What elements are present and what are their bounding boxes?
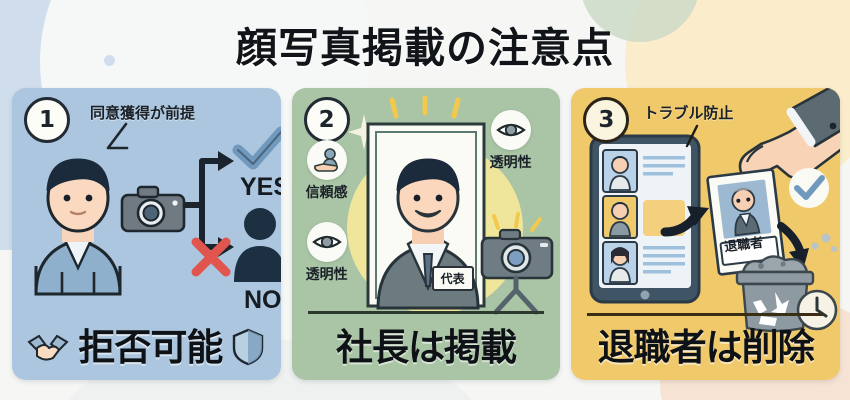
hand-holding-person-icon [306,140,347,180]
panel-consent: 1 同意獲得が前提 [12,88,281,380]
panel-1-tag-label: 同意獲得が前提 [90,104,196,122]
transparency-label-group-left: 透明性 [306,222,348,284]
shield-icon [233,328,264,366]
handshake-icon [27,334,69,361]
check-circle-icon [789,168,830,208]
panel-1-caption-text: 拒否可能 [78,325,223,369]
retiree-card-icon [706,168,787,276]
ceo-nameplate: 代表 [431,266,474,291]
cross-icon [191,237,231,277]
panel-remove-retiree: 3 トラブル防止 [571,88,841,380]
trust-label-group: 信頼感 [306,140,348,202]
transparency-label-right: 透明性 [489,155,532,171]
panel-3-divider [587,313,825,316]
panel-3-caption: 退職者は削除 [571,316,840,378]
no-label: NO [244,286,281,314]
clock-icon [797,289,838,331]
transparency-label-group-right: 透明性 [490,110,532,172]
person-portrait-icon [34,158,122,296]
yes-label: YES [240,173,281,201]
pointer-line-icon [106,122,129,150]
check-icon [232,126,281,170]
camera-icon [120,185,186,233]
person-silhouette-icon [234,208,281,282]
camera-tripod-icon [480,212,553,315]
eye-icon [490,110,531,150]
panel-row: 1 同意獲得が前提 [12,88,841,380]
dust-dots-icon [811,233,838,252]
panel-2-caption-text: 社長は掲載 [336,325,517,369]
panel-ceo-publish: 2 [291,88,561,380]
sparkle-icon [347,114,380,150]
eye-icon [306,222,347,262]
recycle-bin-icon [736,255,815,333]
tablet-icon [589,134,701,304]
panel-2-number-badge: 2 [303,97,350,143]
panel-1-caption: 拒否可能 [12,316,281,378]
transparency-label-left: 透明性 [305,267,348,283]
blue-dot-shape [104,55,115,66]
panel-2-divider [307,311,545,314]
pointer-line-icon [686,124,699,148]
panel-3-number-badge: 3 [583,97,630,143]
panel-1-number-badge: 1 [24,97,70,143]
arrow-right-icon [660,206,710,237]
shine-lines-icon [389,95,461,119]
panel-3-tag-label: トラブル防止 [643,104,734,122]
panel-3-caption-text: 退職者は削除 [597,325,815,369]
ceo-portrait-icon [376,158,480,310]
page-title: 顔写真掲載の注意点 [236,24,614,72]
trust-label: 信頼感 [305,185,348,201]
panel-2-caption: 社長は掲載 [292,316,561,378]
